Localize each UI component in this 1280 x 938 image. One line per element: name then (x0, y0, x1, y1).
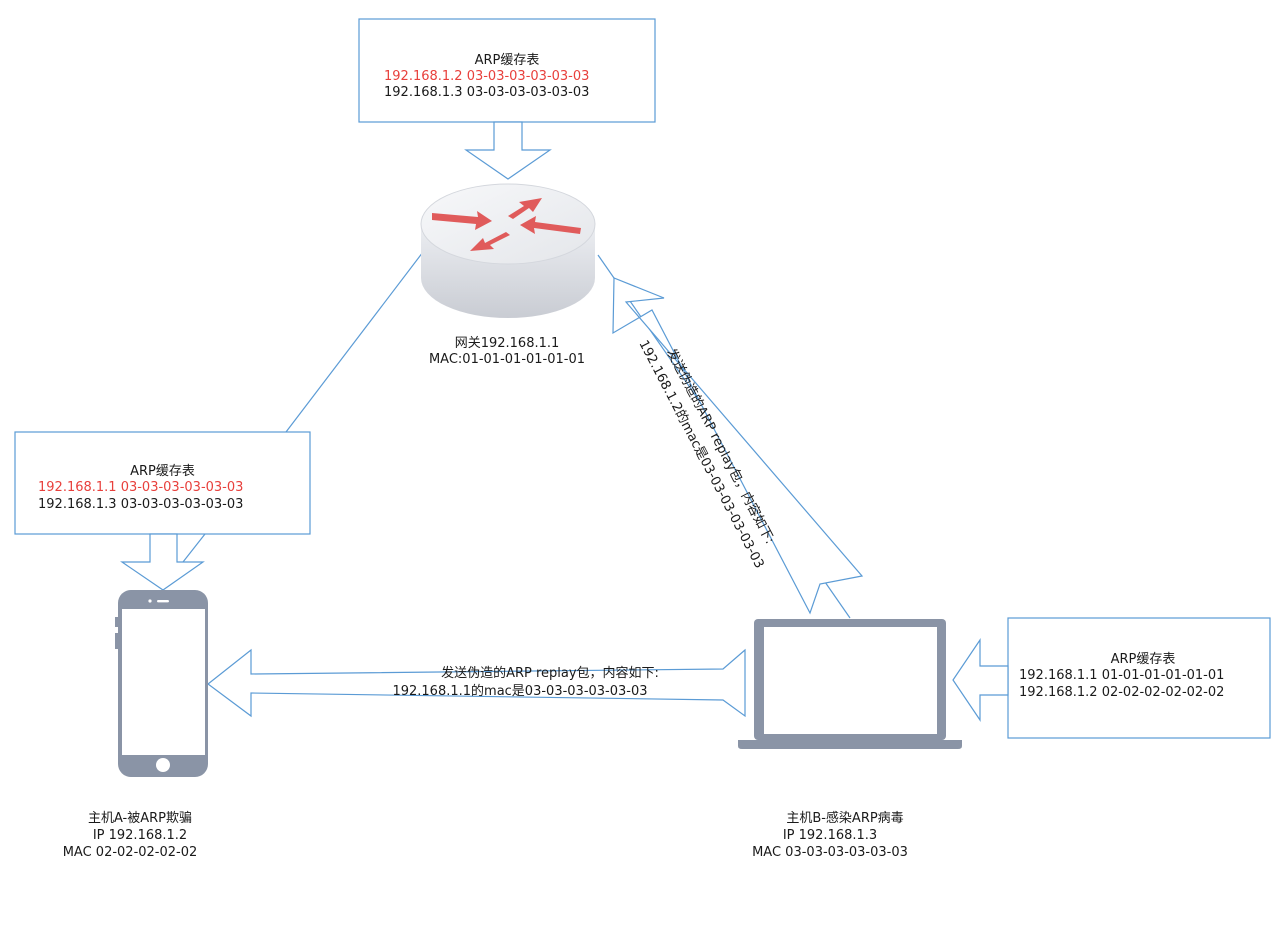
host-a-cache-arrow (120, 533, 205, 591)
host-a-cache-title: ARP缓存表 (130, 464, 195, 479)
host-a-cache-row: 192.168.1.3 03-03-03-03-03-03 (38, 497, 244, 512)
router-cache-row-spoofed: 192.168.1.2 03-03-03-03-03-03 (384, 69, 590, 84)
host-b-cache-title: ARP缓存表 (1110, 652, 1176, 667)
host-b-mac: MAC 03-03-03-03-03-03 (752, 845, 908, 860)
host-b-cache-row-1: 192.168.1.1 01-01-01-01-01-01 (1019, 668, 1225, 683)
host-b-cache-box (1007, 617, 1271, 739)
host-a-cache-row-spoofed: 192.168.1.1 03-03-03-03-03-03 (38, 480, 244, 495)
phone-icon (115, 590, 208, 777)
spoof-arrow-to-router (612, 277, 864, 615)
router-label-ip: 网关192.168.1.1 (454, 336, 560, 351)
router-cache-arrow (464, 121, 552, 180)
host-a-mac: MAC 02-02-02-02-02 (62, 845, 198, 860)
host-b-name: 主机B-感染ARP病毒 (786, 811, 904, 826)
router-cache-title: ARP缓存表 (474, 53, 540, 68)
spoof-to-host-a-line-1: 发送伪造的ARP replay包，内容如下: (441, 666, 659, 681)
host-b-cache-row-2: 192.168.1.2 02-02-02-02-02-02 (1019, 685, 1225, 700)
host-a-ip: IP 192.168.1.2 (92, 828, 188, 843)
router-label-mac: MAC:01-01-01-01-01-01 (428, 352, 586, 367)
router-cache-box (358, 18, 656, 123)
router-icon (420, 183, 596, 318)
host-b-cache-arrow (952, 638, 1009, 722)
host-b-ip: IP 192.168.1.3 (782, 828, 878, 843)
router-cache-row: 192.168.1.3 03-03-03-03-03-03 (384, 85, 590, 100)
laptop-icon (738, 619, 962, 749)
link-router-host-a (285, 251, 424, 433)
host-a-name: 主机A-被ARP欺骗 (87, 811, 193, 826)
link-host-a-cache-phone (182, 533, 206, 563)
spoof-to-host-a-line-2: 192.168.1.1的mac是03-03-03-03-03-03 (392, 684, 648, 699)
spoof-arrow-to-host-a (207, 648, 746, 718)
